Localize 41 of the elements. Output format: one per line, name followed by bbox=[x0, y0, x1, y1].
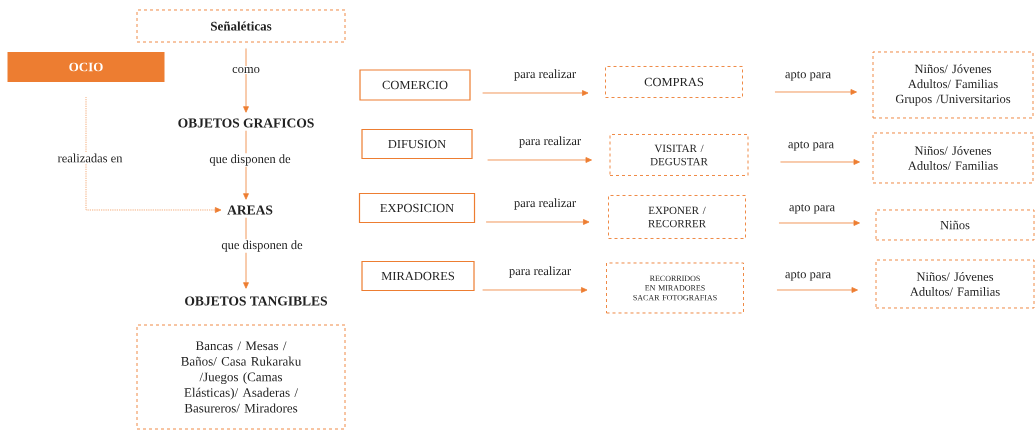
dashed-box: Niños/ Jóvenes Adultos/ Familias bbox=[875, 259, 1035, 309]
arrow bbox=[243, 48, 249, 113]
edge-label: como bbox=[231, 66, 261, 74]
edge-label: apto para bbox=[787, 203, 837, 215]
edge-label: apto para bbox=[786, 140, 836, 152]
heading-text: OBJETOS GRAFICOS bbox=[176, 117, 316, 129]
dashed-box: VISITAR / DEGUSTAR bbox=[609, 134, 749, 176]
dashed-box: RECORRIDOS EN MIRADORES SACAR FOTOGRAFIAS bbox=[606, 262, 744, 314]
dashed-box: Niños/ Jóvenes Adultos/ Familias bbox=[872, 132, 1034, 184]
dashed-box: Niños bbox=[875, 209, 1035, 241]
dashed-box: Niños/ Jóvenes Adultos/ Familias Grupos /Universitarios bbox=[872, 51, 1034, 119]
arrow bbox=[243, 130, 249, 200]
arrow bbox=[85, 96, 222, 213]
edge-label: que disponen de bbox=[220, 239, 304, 253]
filled-box: OCIO bbox=[7, 52, 165, 82]
arrow bbox=[482, 287, 588, 293]
dashed-box: Señaléticas bbox=[136, 9, 346, 43]
edge-label: apto para bbox=[783, 270, 833, 282]
arrow bbox=[776, 287, 858, 293]
arrow bbox=[485, 219, 590, 225]
edge-label: que disponen de bbox=[208, 153, 292, 167]
dashed-box: Bancas / Mesas / Baños/ Casa Rukaraku /Juegos (Camas Elásticas)/ Asaderas / Basureros/ Miradores bbox=[136, 324, 346, 430]
heading-text: OBJETOS TANGIBLES bbox=[183, 295, 329, 307]
arrow bbox=[778, 220, 860, 226]
edge-label: para realizar bbox=[512, 68, 578, 82]
process-box: EXPOSICION bbox=[358, 192, 476, 224]
edge-label: realizadas en bbox=[56, 152, 124, 164]
process-box: MIRADORES bbox=[361, 260, 475, 292]
heading-text: AREAS bbox=[226, 204, 274, 216]
arrow bbox=[482, 90, 589, 96]
process-box: DIFUSION bbox=[361, 128, 473, 160]
arrow bbox=[774, 89, 857, 95]
edge-label: para realizar bbox=[507, 265, 573, 279]
process-box: COMERCIO bbox=[359, 69, 471, 101]
edge-label: apto para bbox=[783, 70, 833, 82]
dashed-box: EXPONER / RECORRER bbox=[608, 195, 746, 239]
arrow bbox=[780, 159, 860, 165]
edge-label: para realizar bbox=[517, 135, 583, 149]
edge-label: para realizar bbox=[512, 197, 578, 211]
dashed-box: COMPRAS bbox=[605, 66, 743, 98]
arrow bbox=[487, 157, 592, 163]
